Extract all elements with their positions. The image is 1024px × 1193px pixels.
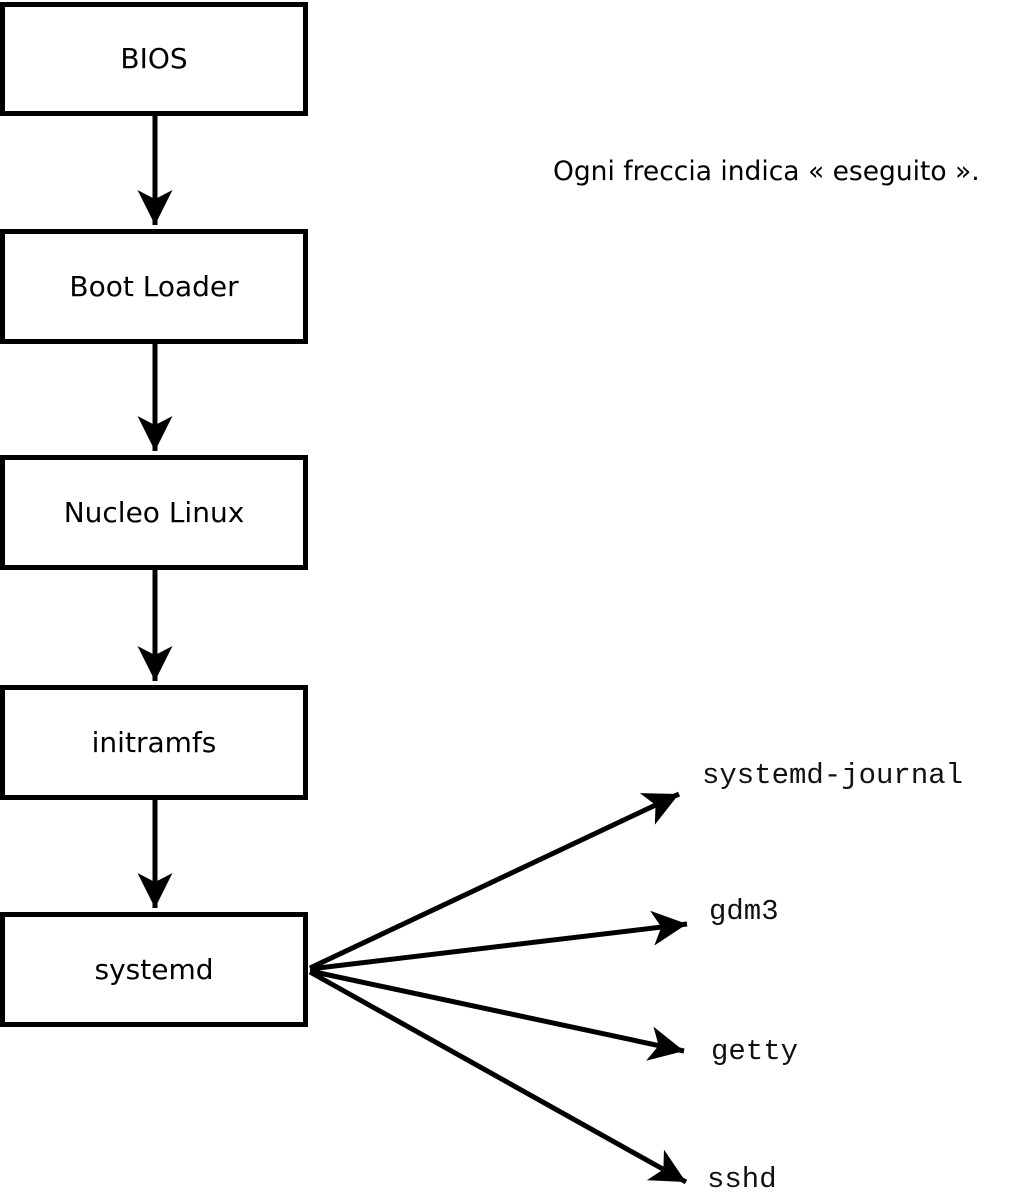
node-systemd: systemd [0,912,308,1027]
diagram-caption: Ogni freccia indica « eseguito ». [553,156,980,187]
arrow-systemd-to-sshd [308,969,688,1185]
service-label-gdm3: gdm3 [709,895,779,928]
node-boot-loader: Boot Loader [0,229,308,344]
service-label-sshd: sshd [707,1163,777,1193]
arrow-systemd-to-journal [308,791,681,971]
node-bios: BIOS [0,2,308,116]
node-nucleo-linux: Nucleo Linux [0,455,308,570]
arrow-systemd-to-getty [309,968,685,1061]
service-label-getty: getty [711,1035,799,1068]
arrow-systemd-to-gdm3 [309,910,688,972]
service-label-systemd-journal: systemd-journal [702,759,964,792]
node-initramfs: initramfs [0,685,308,800]
